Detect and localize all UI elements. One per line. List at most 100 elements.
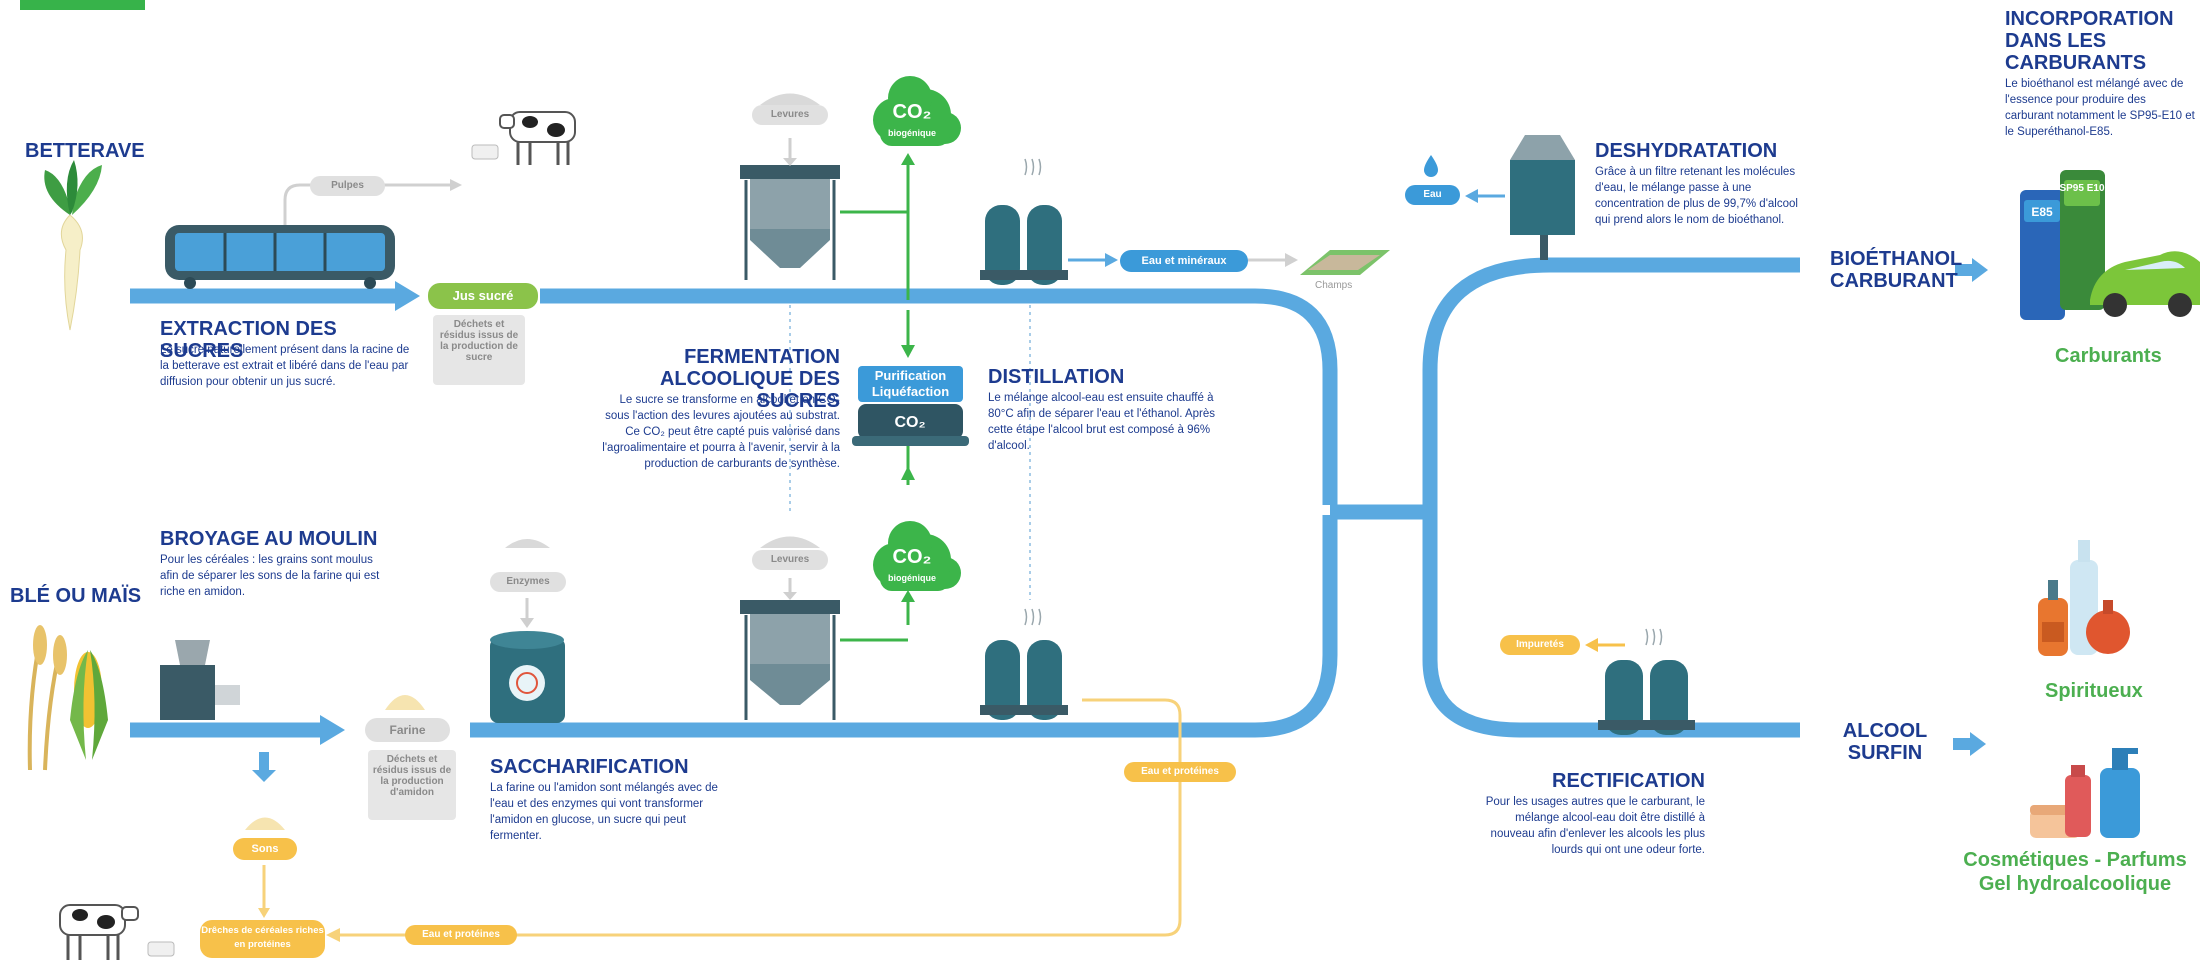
enzymes-tag: Enzymes xyxy=(490,572,566,592)
eau-proteines-bottom-tag: Eau et protéines xyxy=(405,925,517,945)
fermentation-text: Le sucre se transforme en alcool et en C… xyxy=(602,394,840,470)
arrow-icon xyxy=(1105,253,1118,267)
water-drop-icon xyxy=(1424,155,1438,177)
pipe-split xyxy=(1422,257,1551,738)
arrow-icon xyxy=(258,908,270,918)
arrow-icon xyxy=(1972,258,1988,282)
pipe-proteins xyxy=(340,698,1182,937)
eau-proteines-right-tag: Eau et protéines xyxy=(1124,762,1236,782)
mill-icon xyxy=(160,640,240,720)
rectification-unit-icon xyxy=(1598,628,1695,735)
arrow-icon xyxy=(326,928,340,942)
main-pipes xyxy=(130,257,1800,738)
pulpes-tag: Pulpes xyxy=(310,176,385,196)
impuretes-tag: Impuretés xyxy=(1500,635,1580,655)
arrow-icon xyxy=(901,345,915,358)
arrow-icon xyxy=(783,158,797,166)
purification-unit-icon: CO₂ xyxy=(852,366,969,446)
arrow-icon xyxy=(1585,638,1598,652)
purification-label: Purification Liquéfaction xyxy=(871,368,950,399)
sp95-label: SP95 E10 xyxy=(2059,183,2104,194)
top-tag xyxy=(20,0,145,10)
wheat-icon xyxy=(27,625,108,771)
arrow-icon xyxy=(395,281,420,311)
distillation-text: Le mélange alcool-eau est ensuite chauff… xyxy=(988,392,1215,452)
spiritueux-label: Spiritueux xyxy=(2045,680,2143,702)
rectification-title: RECTIFICATION xyxy=(1552,770,1705,792)
arrow-shaft xyxy=(1955,264,1972,276)
levures-pile-icon xyxy=(760,536,820,548)
co2-cloud-bottom-icon: CO₂ biogénique xyxy=(873,521,961,591)
pipe-beet-main xyxy=(540,288,1338,505)
co2-cloud-sub: biogénique xyxy=(888,128,936,138)
cosmetiques-label: Cosmétiques - Parfums Gel hydroalcooliqu… xyxy=(1963,849,2187,895)
arrow-icon xyxy=(252,770,276,782)
cow-icon xyxy=(59,904,175,960)
enzymes-pile-icon xyxy=(505,539,550,548)
arrow-icon xyxy=(320,715,345,745)
broyage-title: BROYAGE AU MOULIN xyxy=(160,528,378,550)
arrow-icon xyxy=(901,590,915,602)
co2-cloud-top-icon: CO₂ biogénique xyxy=(873,76,961,146)
co2-cloud-sub: biogénique xyxy=(888,573,936,583)
distillation-title: DISTILLATION xyxy=(988,366,1125,388)
sons-pile-icon xyxy=(245,817,285,830)
distillation-bottom-icon xyxy=(980,608,1068,720)
broyage-text: Pour les céréales : les grains sont moul… xyxy=(160,554,380,598)
beet-icon xyxy=(44,160,102,331)
dehydration-unit-icon xyxy=(1510,135,1575,260)
sons-tag: Sons xyxy=(233,838,297,860)
incorporation-title: INCORPORATION DANS LES CARBURANTS xyxy=(2005,8,2174,74)
arrow-icon xyxy=(1285,253,1298,267)
extraction-title: EXTRACTION DES SUCRES xyxy=(160,318,337,362)
fermenter-bottom-icon xyxy=(740,600,840,720)
co2-cloud-label: CO₂ xyxy=(893,101,932,123)
pulpes-line xyxy=(283,183,450,230)
cosmetics-icon xyxy=(2030,748,2140,838)
car-icon xyxy=(2090,251,2200,317)
pipe-grain-main xyxy=(470,515,1338,738)
diffuser-icon xyxy=(165,225,395,289)
cow-icon xyxy=(471,111,576,165)
dreches-tag: Drêches de céréales riches en protéines xyxy=(200,920,325,958)
alcool-surfin-output: ALCOOL SURFIN xyxy=(1842,720,1928,764)
co2-cloud-label: CO₂ xyxy=(893,546,932,568)
distillation-top-icon xyxy=(980,158,1068,285)
extraction-text: Le sucre naturellement présent dans la r… xyxy=(160,344,410,388)
arrow-icon xyxy=(901,153,915,165)
arrow-shaft xyxy=(259,752,269,770)
arrow-icon xyxy=(450,179,462,191)
source-grain-label: BLÉ OU MAÏS xyxy=(10,585,142,607)
yellow-pipes xyxy=(340,698,1182,937)
rectification-text: Pour les usages autres que le carburant,… xyxy=(1485,796,1705,856)
arrow-shaft xyxy=(1953,738,1970,750)
field-soil xyxy=(1308,255,1380,270)
arrow-icon xyxy=(901,466,915,480)
arrow-icon xyxy=(520,618,534,628)
incorporation-text: Le bioéthanol est mélangé avec de l'esse… xyxy=(2005,78,2195,138)
source-beet-label: BETTERAVE xyxy=(25,140,145,162)
flour-pile-icon xyxy=(385,695,425,710)
dechets-beet-box: Déchets et résidus issus de la productio… xyxy=(433,315,525,385)
dechets-grain-box: Déchets et résidus issus de la productio… xyxy=(368,750,456,820)
levures-pile-icon xyxy=(760,93,820,105)
saccharification-text: La farine ou l'amidon sont mélangés avec… xyxy=(490,782,718,842)
arrow-icon xyxy=(1465,189,1478,203)
deshydratation-title: DESHYDRATATION xyxy=(1595,140,1778,162)
levures-top-tag: Levures xyxy=(752,105,828,125)
saccharification-title: SACCHARIFICATION xyxy=(490,756,689,778)
fermentation-title: FERMENTATION ALCOOLIQUE DES SUCRES xyxy=(659,346,840,412)
spirits-bottles-icon xyxy=(2038,540,2130,656)
carburants-label: Carburants xyxy=(2055,345,2162,367)
bioethanol-output: BIOÉTHANOL CARBURANT xyxy=(1830,248,1963,292)
eau-tag: Eau xyxy=(1405,185,1460,205)
levures-bottom-tag: Levures xyxy=(752,550,828,570)
arrow-icon xyxy=(1970,732,1986,756)
deshydratation-text: Grâce à un filtre retenant les molécules… xyxy=(1595,166,1798,226)
eau-mineraux-tag: Eau et minéraux xyxy=(1120,250,1248,272)
saccharification-tank-icon xyxy=(490,631,565,723)
co2-box-label: CO₂ xyxy=(894,414,925,431)
fermenter-top-icon xyxy=(740,165,840,280)
e85-label: E85 xyxy=(2031,205,2053,219)
